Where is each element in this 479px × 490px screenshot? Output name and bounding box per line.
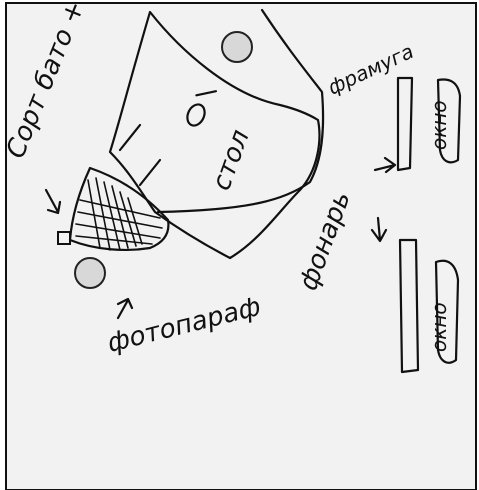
chair-top-circle: [222, 32, 252, 62]
paper-frame: [6, 3, 476, 490]
chair-bottom-circle: [75, 258, 105, 288]
window-bottom-label: окно: [427, 302, 451, 352]
window-top-label: окно: [427, 100, 451, 150]
